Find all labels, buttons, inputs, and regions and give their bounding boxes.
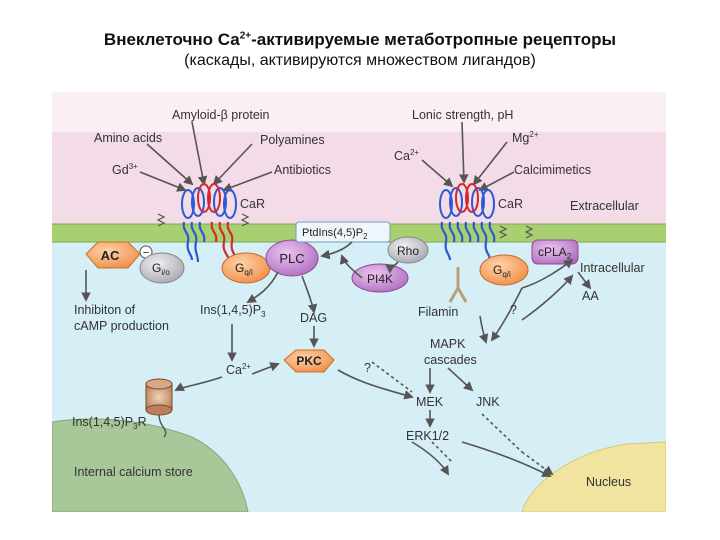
extracellular-fade: [52, 92, 666, 132]
filamin-shape: [448, 267, 468, 303]
aa-label: AA: [582, 289, 599, 303]
ligand-antibiotics: Antibiotics: [274, 163, 331, 177]
inhibition-label-1: Inhibiton of: [74, 303, 136, 317]
node-gi: Gi/o: [139, 252, 185, 284]
mapk-label-2: cascades: [424, 353, 477, 367]
node-ac: AC: [85, 241, 141, 269]
jnk-label: JNK: [476, 395, 500, 409]
filamin-label: Filamin: [418, 305, 458, 319]
intracellular-label: Intracellular: [580, 261, 645, 275]
inhibition-label-2: cAMP production: [74, 319, 169, 333]
ligand-amyloid: Amyloid-β protein: [172, 108, 270, 122]
ip3r-label: Ins(1,4,5)P3R: [72, 415, 147, 431]
ligand-polyamines: Polyamines: [260, 133, 325, 147]
page-title: Внеклеточно Са2+-активируемые метаботроп…: [103, 30, 617, 49]
car-receptor-left: [181, 183, 238, 263]
ligand-mg: Mg2+: [512, 130, 539, 145]
ligand-ionic-strength: Lonic strength, pH: [412, 108, 513, 122]
svg-text:PLC: PLC: [279, 251, 304, 266]
ligand-gd: Gd3+: [112, 162, 138, 177]
nucleus-label: Nucleus: [586, 475, 631, 489]
svg-text:PI4K: PI4K: [367, 272, 393, 286]
mek-label: MEK: [416, 395, 444, 409]
ligand-ca: Ca2+: [394, 148, 419, 163]
question-mark-2: ?: [510, 303, 517, 317]
svg-text:Gq/i: Gq/i: [235, 261, 253, 277]
svg-text:PKC: PKC: [296, 354, 322, 368]
car-label-left: CaR: [240, 197, 265, 211]
car-receptor-right: [439, 183, 496, 261]
internal-store-label: Internal calcium store: [74, 465, 193, 479]
nucleus-shape: [521, 441, 666, 512]
ins3-label: Ins(1,4,5)P3: [200, 303, 266, 319]
svg-text:Gi/o: Gi/o: [152, 261, 170, 277]
svg-text:Gq/i: Gq/i: [493, 263, 511, 279]
erk-label: ERK1/2: [406, 429, 449, 443]
node-plc: PLC: [265, 239, 319, 277]
node-gq-right: Gq/i: [479, 254, 529, 286]
node-pi4k: PI4K: [351, 263, 409, 293]
internal-store-shape: [52, 418, 249, 512]
svg-text:Rho: Rho: [397, 244, 419, 258]
ligand-calcimimetics: Calcimimetics: [514, 163, 591, 177]
node-gq-left: Gq/i: [221, 252, 271, 284]
ca-intracellular-label: Ca2+: [226, 362, 251, 377]
node-pkc: PKC: [283, 349, 335, 373]
svg-text:cPLA2: cPLA2: [538, 245, 572, 261]
extracellular-label: Extracellular: [570, 199, 639, 213]
signaling-diagram: AC − Gi/o Gq/i PLC PtdIns(4,5)P2 Rho PI4…: [52, 92, 666, 512]
page-subtitle: (каскады, активируются множеством лиганд…: [184, 52, 536, 69]
node-rho: Rho: [387, 236, 429, 264]
ligand-amino-acids: Amino acids: [94, 131, 162, 145]
svg-text:PtdIns(4,5)P2: PtdIns(4,5)P2: [302, 227, 368, 241]
node-cpla2: cPLA2: [531, 239, 579, 265]
ac-label: AC: [101, 248, 120, 263]
ip3-receptor-channel: [145, 378, 173, 438]
mapk-label-1: MAPK: [430, 337, 466, 351]
node-ptdins: PtdIns(4,5)P2: [295, 221, 391, 243]
car-label-right: CaR: [498, 197, 523, 211]
dag-label: DAG: [300, 311, 327, 325]
svg-text:−: −: [143, 247, 149, 259]
question-mark-1: ?: [364, 361, 371, 375]
